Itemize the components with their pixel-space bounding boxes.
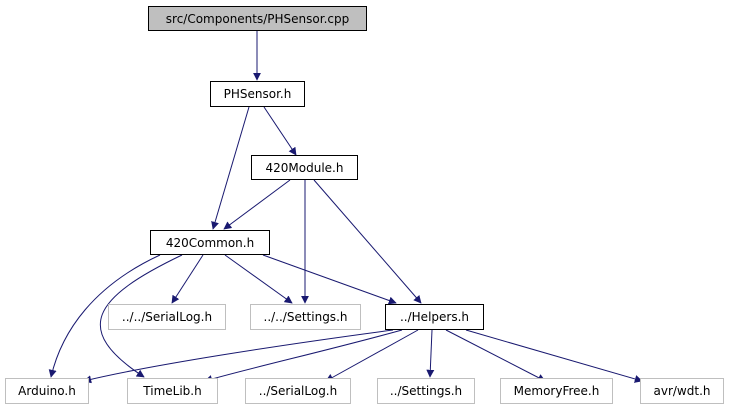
- edge-helpers-timelib: [204, 329, 403, 383]
- edge-phsensor-420module: [263, 106, 297, 156]
- node-settings-up1[interactable]: ../Settings.h: [377, 378, 475, 404]
- edge-420common-seriallog2: [171, 254, 204, 304]
- node-phsensor-h[interactable]: PHSensor.h: [210, 81, 305, 107]
- edge-helpers-settings1: [426, 329, 435, 378]
- node-helpers-h[interactable]: ../Helpers.h: [385, 304, 484, 330]
- edge-420common-helpers: [262, 254, 397, 305]
- edge-420common-settings2: [224, 254, 293, 304]
- node-memoryfree-h[interactable]: MemoryFree.h: [500, 378, 613, 404]
- edge-420common-arduino: [48, 254, 161, 378]
- node-phsensor-cpp[interactable]: src/Components/PHSensor.cpp: [148, 6, 367, 31]
- edge-helpers-memoryfree: [445, 329, 546, 382]
- node-420module-h[interactable]: 420Module.h: [251, 155, 358, 180]
- node-seriallog-up2[interactable]: ../../SerialLog.h: [108, 304, 226, 330]
- node-arduino-h[interactable]: Arduino.h: [5, 378, 89, 404]
- edge-helpers-arduino: [83, 329, 394, 384]
- edge-420module-helpers: [313, 179, 422, 304]
- node-settings-up2[interactable]: ../../Settings.h: [250, 304, 361, 330]
- edge-phsensor-420common: [211, 106, 250, 230]
- edge-420module-420common: [223, 179, 291, 230]
- edge-helpers-wdt: [465, 329, 643, 383]
- node-seriallog-up1[interactable]: ../SerialLog.h: [245, 378, 351, 404]
- node-avr-wdt-h[interactable]: avr/wdt.h: [640, 378, 724, 404]
- node-420common-h[interactable]: 420Common.h: [150, 230, 270, 255]
- edge-helpers-seriallog1: [325, 329, 419, 382]
- node-timelib-h[interactable]: TimeLib.h: [127, 378, 218, 404]
- edge-420common-timelib: [99, 254, 183, 378]
